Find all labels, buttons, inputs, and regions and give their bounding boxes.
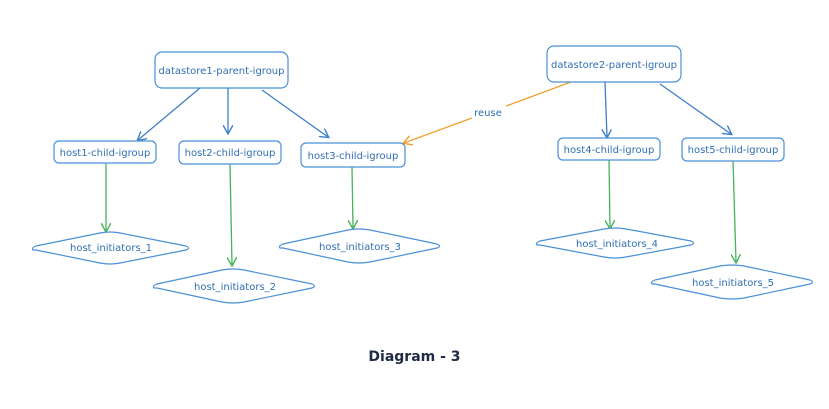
node-host-initiators-3: host_initiators_3 (278, 228, 441, 264)
node-label: host_initiators_5 (692, 278, 774, 289)
edge-ds1-h1 (138, 87, 201, 140)
node-host2-child-igroup: host2-child-igroup (178, 140, 282, 165)
node-label: host3-child-igroup (308, 151, 399, 162)
edge-reuse (404, 81, 572, 143)
node-label: host_initiators_1 (70, 243, 152, 254)
node-host-initiators-4: host_initiators_4 (535, 227, 695, 259)
node-label: host4-child-igroup (564, 145, 655, 156)
node-label: host_initiators_3 (319, 242, 401, 253)
node-host5-child-igroup: host5-child-igroup (681, 137, 785, 162)
edge-ds2-h5 (659, 83, 731, 134)
edge-h5-i5 (733, 160, 736, 262)
node-label: host2-child-igroup (185, 148, 276, 159)
edge-ds2-h4 (605, 81, 607, 137)
node-host-initiators-1: host_initiators_1 (31, 231, 190, 265)
edge-h2-i2 (230, 163, 232, 265)
node-label: host_initiators_4 (576, 239, 658, 250)
edge-h3-i3 (352, 166, 353, 228)
node-host-initiators-2: host_initiators_2 (152, 268, 316, 304)
node-datastore2-parent-igroup: datastore2-parent-igroup (546, 45, 682, 83)
node-host-initiators-5: host_initiators_5 (650, 264, 814, 300)
node-label: datastore1-parent-igroup (159, 66, 285, 77)
node-label: datastore2-parent-igroup (551, 60, 677, 71)
edge-h4-i4 (609, 159, 610, 228)
edge-ds1-h3 (261, 89, 328, 137)
node-datastore1-parent-igroup: datastore1-parent-igroup (154, 51, 289, 89)
node-host3-child-igroup: host3-child-igroup (300, 142, 406, 168)
node-label: host5-child-igroup (688, 145, 779, 156)
edge-reuse-label: reuse (474, 108, 502, 119)
node-host1-child-igroup: host1-child-igroup (53, 140, 157, 164)
node-label: host_initiators_2 (194, 282, 276, 293)
node-host4-child-igroup: host4-child-igroup (557, 137, 661, 161)
node-label: host1-child-igroup (60, 148, 151, 159)
diagram-caption: Diagram - 3 (368, 349, 461, 365)
